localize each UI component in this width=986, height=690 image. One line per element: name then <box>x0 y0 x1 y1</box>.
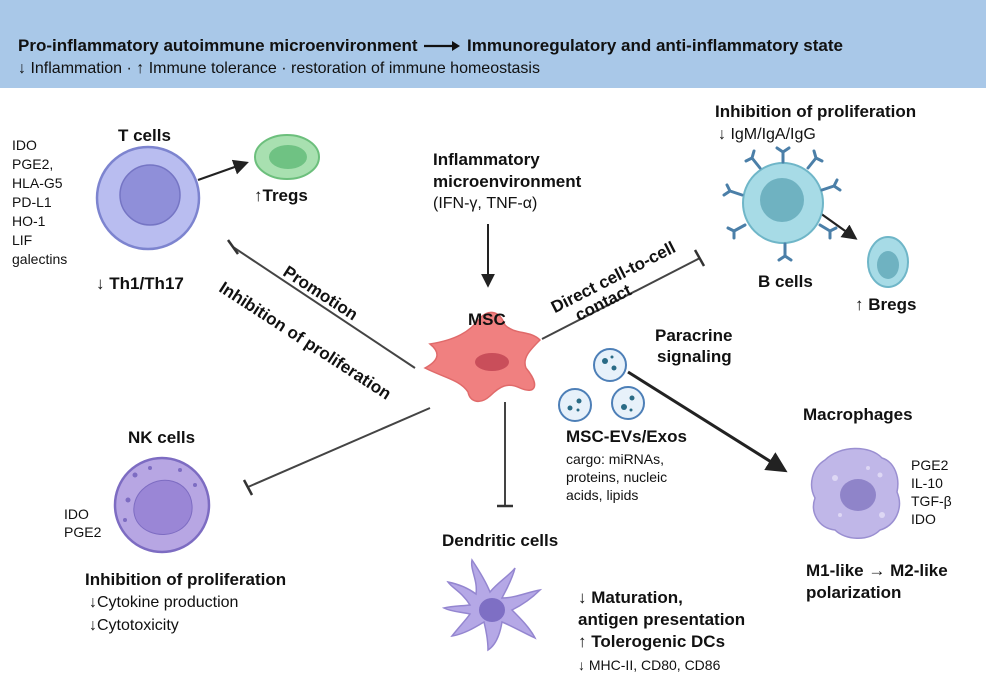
antigen-presentation-label: antigen presentation <box>578 610 746 629</box>
evs-cargo: cargo: miRNAs, proteins, nucleic acids, … <box>566 450 667 504</box>
cytokines-label: (IFN-γ, TNF-α) <box>433 195 538 212</box>
cargo-line: acids, lipids <box>566 487 639 503</box>
banner-right-text: Immunoregulatory and anti-inflammatory s… <box>467 36 843 55</box>
b-cell-icon <box>722 146 842 262</box>
b-cells-label: B cells <box>758 272 813 291</box>
mediator-label: HO-1 <box>12 213 46 229</box>
cargo-line: proteins, nucleic <box>566 469 668 485</box>
treg-cell-icon <box>254 134 320 180</box>
bregs-label: ↑ Bregs <box>855 295 917 314</box>
maturation-label: ↓ Maturation, <box>578 588 683 607</box>
macrophages-title: Macrophages <box>803 405 913 424</box>
dendritic-cells-title: Dendritic cells <box>442 531 559 550</box>
mhc-markers-label: ↓ MHC-II, CD80, CD86 <box>578 657 721 673</box>
mediator-label: LIF <box>12 232 33 248</box>
cytokine-production-label: ↓Cytokine production <box>89 594 239 611</box>
immunoglobulin-label: ↓ IgM/IgA/IgG <box>718 126 816 143</box>
mediator-label: IL-10 <box>911 475 943 491</box>
paracrine-label: Paracrine <box>655 326 733 345</box>
msc-evs-title: MSC-EVs/Exos <box>566 427 687 446</box>
nk-mediators: IDO PGE2 <box>64 505 101 541</box>
t-cells-title: T cells <box>118 126 171 145</box>
extracellular-vesicles-icon <box>558 348 645 422</box>
mediator-label: IDO <box>911 511 936 527</box>
dendritic-cell-icon <box>441 558 543 652</box>
mediator-label: PGE2 <box>64 524 102 540</box>
msc-label: MSC <box>468 310 506 329</box>
msc-cell-icon <box>423 311 542 403</box>
mediator-label: PGE2 <box>911 457 949 473</box>
nk-cell-icon <box>113 456 211 554</box>
microenvironment-label: microenvironment <box>433 172 582 191</box>
t-cells-mediators: IDO PGE2, HLA-G5 PD-L1 HO-1 LIF galectin… <box>12 136 67 269</box>
macrophage-mediators: PGE2 IL-10 TGF-β IDO <box>911 456 952 528</box>
mediator-label: galectins <box>12 251 68 267</box>
cargo-line: cargo: miRNAs, <box>566 451 665 467</box>
banner-title: Pro-inflammatory autoimmune microenviron… <box>18 36 843 57</box>
b-inhibition-title: Inhibition of proliferation <box>715 102 917 121</box>
tregs-label: ↑Tregs <box>254 186 308 205</box>
mediator-label: IDO <box>64 506 89 522</box>
mediator-label: TGF-β <box>911 493 952 509</box>
arrow-right-icon <box>422 37 462 57</box>
inflammatory-label: Inflammatory <box>433 150 540 169</box>
breg-cell-icon <box>867 236 909 288</box>
th1-th17-label: ↓ Th1/Th17 <box>96 274 184 293</box>
mediator-label: PGE2, <box>12 156 54 172</box>
nk-inhibition-title: Inhibition of proliferation <box>85 570 287 589</box>
mediator-label: PD-L1 <box>12 194 52 210</box>
mediator-label: IDO <box>12 137 37 153</box>
banner-left-text: Pro-inflammatory autoimmune microenviron… <box>18 36 418 55</box>
m1-m2-label: M1-like → M2-like <box>806 561 948 580</box>
header-banner: Pro-inflammatory autoimmune microenviron… <box>0 0 986 88</box>
cytotoxicity-label: ↓Cytotoxicity <box>89 617 179 634</box>
connector-lines <box>197 159 858 508</box>
polarization-label: polarization <box>806 583 902 602</box>
macrophage-cell-icon <box>810 447 901 539</box>
tolerogenic-dcs-label: ↑ Tolerogenic DCs <box>578 632 726 651</box>
nk-cells-title: NK cells <box>128 428 196 447</box>
banner-subtitle: ↓ Inflammation · ↑ Immune tolerance · re… <box>18 60 540 77</box>
t-cell-icon <box>95 145 201 251</box>
signaling-label: signaling <box>657 347 732 366</box>
mediator-label: HLA-G5 <box>12 175 63 191</box>
